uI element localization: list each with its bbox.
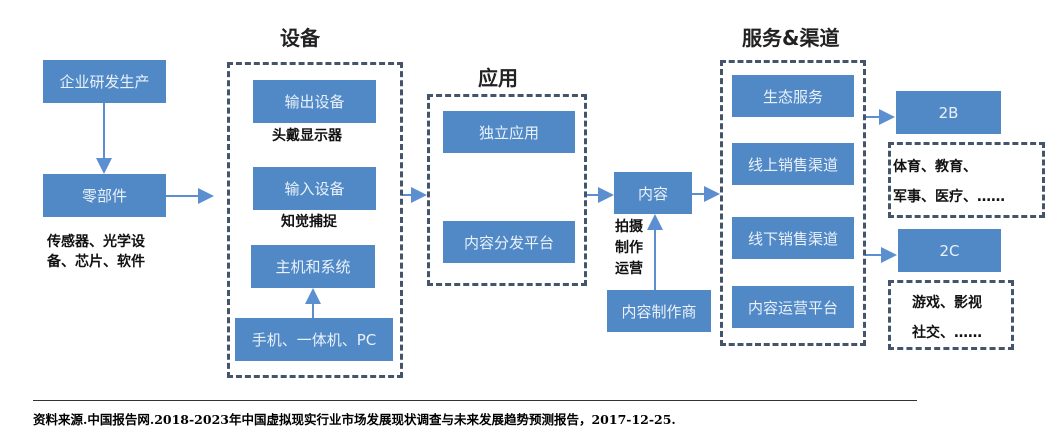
output-device-box: 输出设备 (253, 80, 376, 123)
input-device-box: 输入设备 (253, 167, 376, 210)
content-box: 内容 (614, 172, 692, 214)
to-b-desc: 体育、教育、 军事、医疗、…… (893, 152, 1005, 212)
content-process-desc: 拍摄 制作 运营 (615, 217, 643, 280)
to-b-desc-line: 体育、教育、 (893, 159, 977, 175)
input-device-desc: 知觉捕捉 (281, 214, 337, 230)
content-desc-line: 拍摄 (615, 219, 643, 235)
rd-production-box: 企业研发生产 (43, 60, 166, 103)
to-c-box: 2C (898, 229, 1001, 272)
parts-desc-line: 备、芯片、软件 (47, 254, 145, 270)
parts-desc-line: 传感器、光学设 (47, 234, 145, 250)
to-c-desc: 游戏、影视 社交、…… (912, 288, 982, 348)
footer-divider (33, 400, 917, 401)
distribution-platform-box: 内容分发平台 (443, 221, 575, 263)
content-desc-line: 制作 (615, 240, 643, 256)
content-ops-platform-box: 内容运营平台 (732, 286, 854, 328)
source-footer: 资料来源.中国报告网.2018-2023年中国虚拟现实行业市场发展现状调查与未来… (33, 412, 676, 427)
to-b-desc-line: 军事、医疗、…… (893, 189, 1005, 205)
service-group (720, 60, 866, 346)
service-title: 服务&渠道 (742, 26, 840, 50)
standalone-app-box: 独立应用 (443, 111, 575, 153)
content-desc-line: 运营 (615, 261, 643, 277)
host-system-box: 主机和系统 (251, 245, 375, 288)
device-title: 设备 (280, 26, 320, 50)
eco-service-box: 生态服务 (732, 75, 854, 117)
app-title: 应用 (478, 66, 518, 90)
to-c-desc-line: 游戏、影视 (912, 295, 982, 311)
parts-box: 零部件 (43, 174, 166, 217)
to-c-desc-line: 社交、…… (912, 325, 982, 341)
offline-channel-box: 线下销售渠道 (732, 217, 854, 259)
terminals-box: 手机、一体机、PC (235, 318, 393, 361)
device-group (227, 62, 403, 378)
to-c-group (888, 280, 1014, 350)
parts-desc: 传感器、光学设 备、芯片、软件 (47, 232, 145, 272)
to-b-group (888, 142, 1045, 218)
app-group (427, 94, 587, 286)
online-channel-box: 线上销售渠道 (732, 143, 854, 185)
output-device-desc: 头戴显示器 (272, 128, 342, 144)
to-b-box: 2B (896, 91, 1001, 134)
content-producer-box: 内容制作商 (607, 290, 711, 332)
